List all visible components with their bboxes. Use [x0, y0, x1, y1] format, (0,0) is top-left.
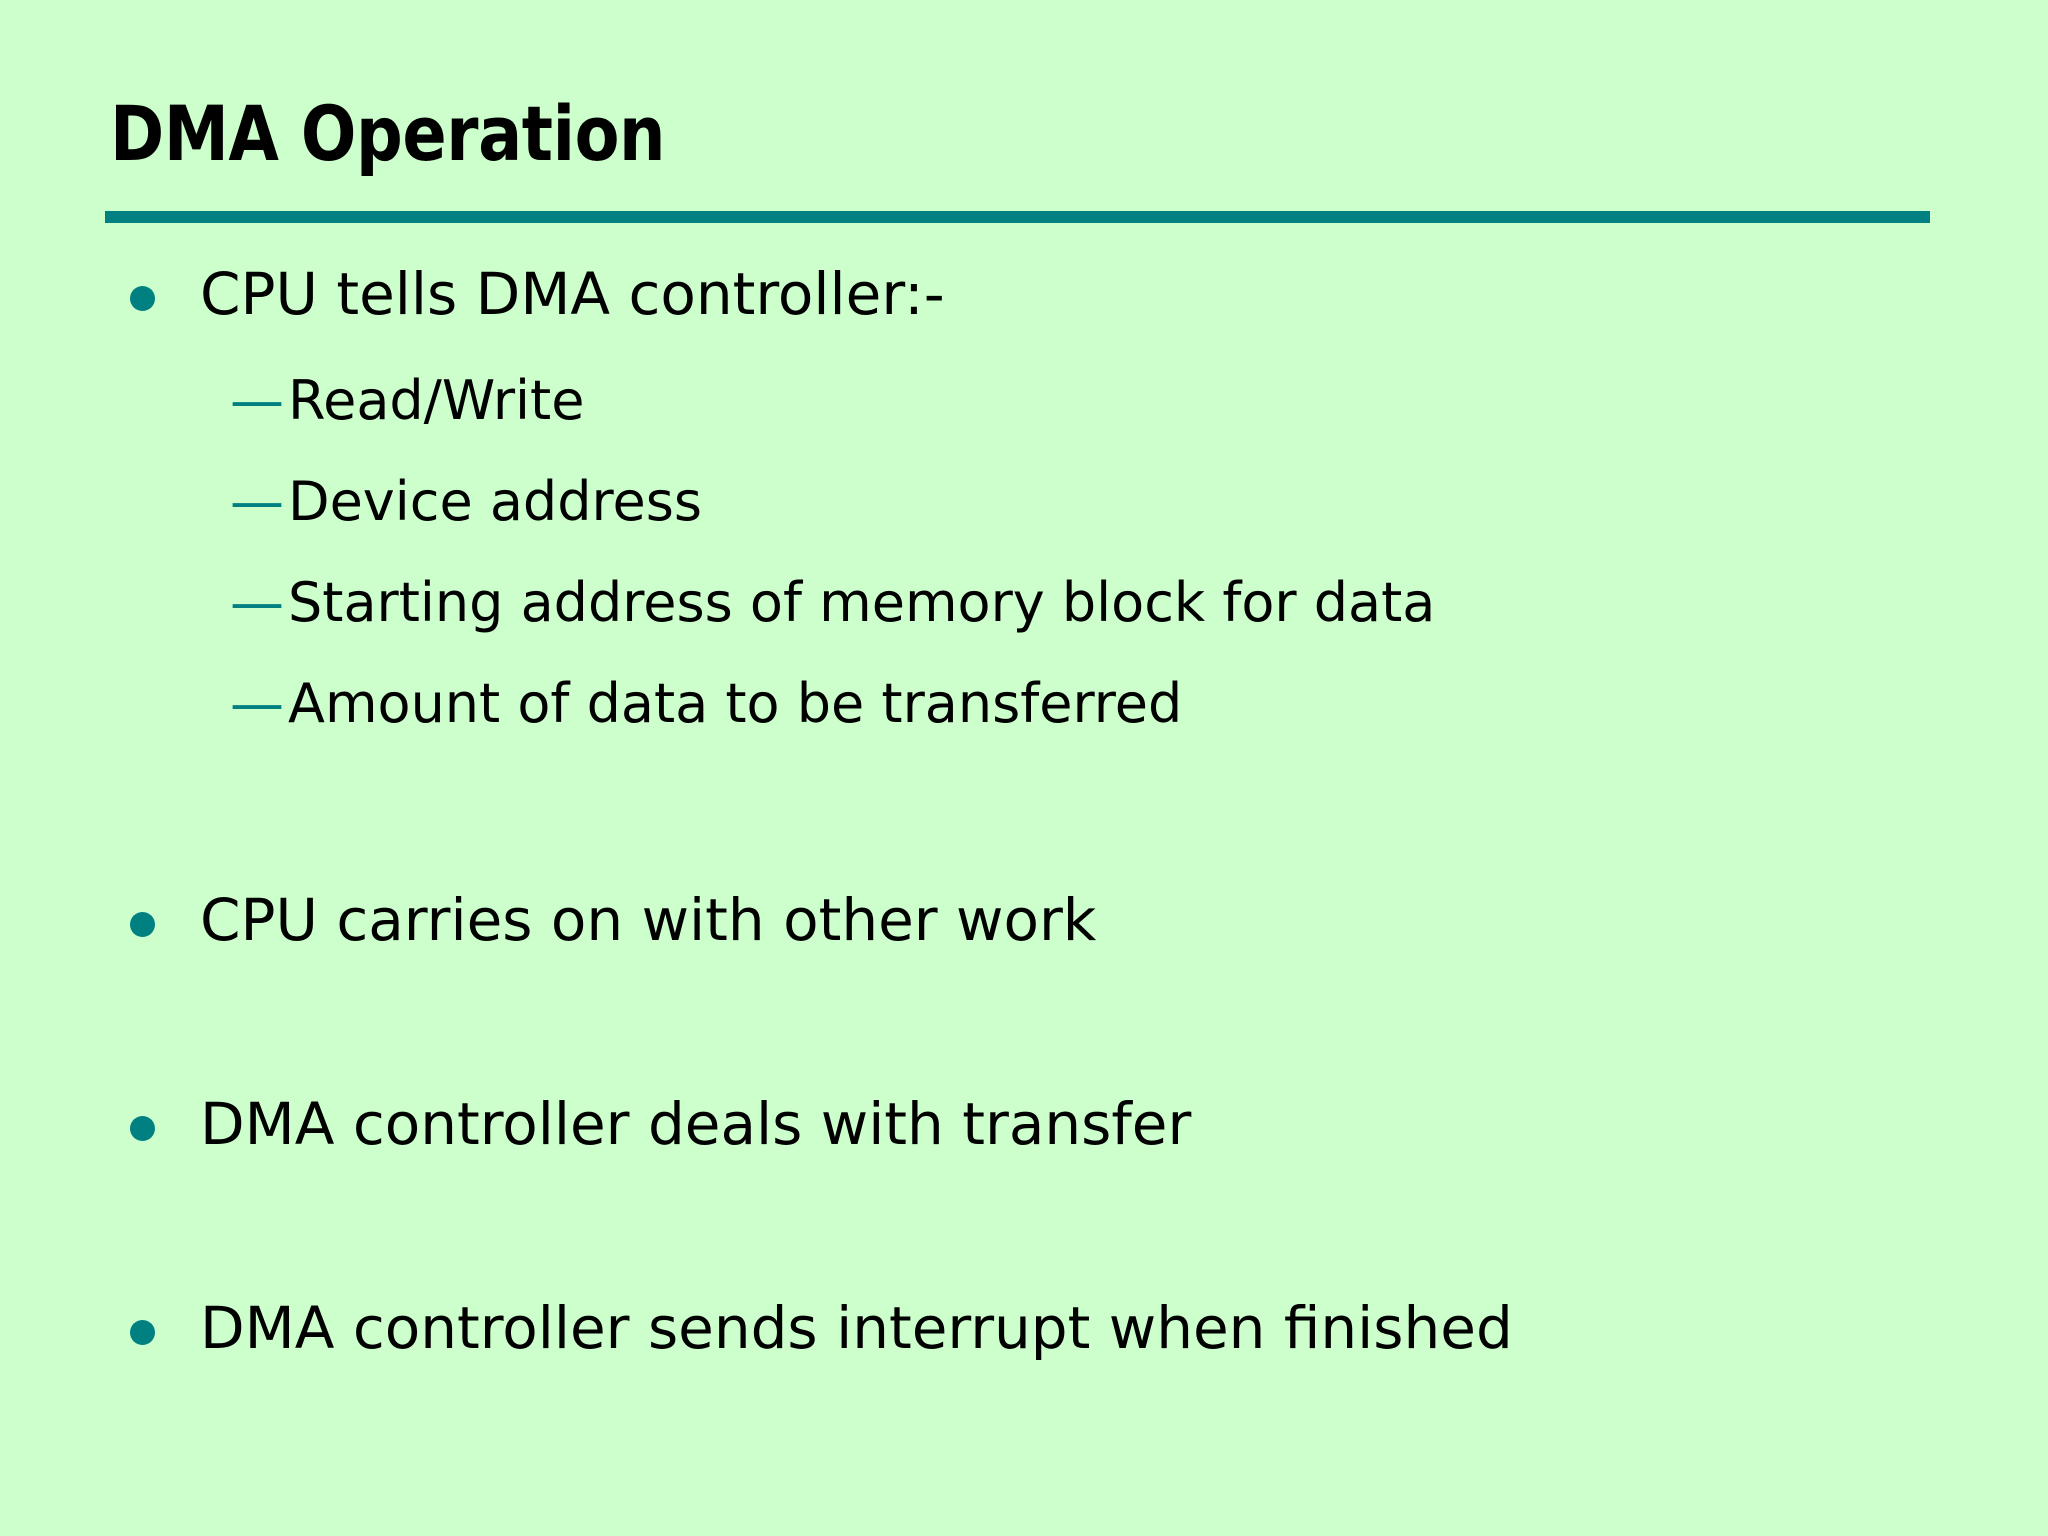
list-item: CPU carries on with other work: [0, 874, 2048, 966]
bullet-dot-icon: [130, 286, 155, 311]
spacer: [0, 754, 2048, 874]
bullet-dot-icon: [130, 912, 155, 937]
list-item: DMA controller deals with transfer: [0, 1078, 2048, 1170]
list-item-label: Read/Write: [288, 369, 585, 432]
spacer: [0, 966, 2048, 1078]
list-item-label: DMA controller sends interrupt when fini…: [200, 1294, 1513, 1362]
page-title: DMA Operation: [110, 89, 666, 178]
list-item-label: DMA controller deals with transfer: [200, 1090, 1192, 1158]
list-item: —Device address: [0, 451, 2048, 552]
list-item: DMA controller sends interrupt when fini…: [0, 1282, 2048, 1374]
bullet-dot-icon: [130, 1116, 155, 1141]
list-item-label: Device address: [288, 470, 702, 533]
list-item: CPU tells DMA controller:-: [0, 248, 2048, 340]
em-dash-icon: —: [230, 470, 284, 533]
title-underline-rule: [105, 211, 1930, 223]
list-item-label: CPU carries on with other work: [200, 886, 1097, 954]
list-item: —Amount of data to be transferred: [0, 653, 2048, 754]
bullet-list: CPU tells DMA controller:- —Read/Write —…: [0, 248, 2048, 1374]
bullet-group-1: CPU tells DMA controller:- —Read/Write —…: [0, 248, 2048, 754]
list-item-label: Amount of data to be transferred: [288, 672, 1183, 735]
em-dash-icon: —: [230, 672, 284, 735]
list-item-label: Starting address of memory block for dat…: [288, 571, 1436, 634]
spacer: [0, 1170, 2048, 1282]
list-item: —Starting address of memory block for da…: [0, 552, 2048, 653]
list-item: —Read/Write: [0, 350, 2048, 451]
list-item-label: CPU tells DMA controller:-: [200, 260, 945, 328]
em-dash-icon: —: [230, 571, 284, 634]
bullet-dot-icon: [130, 1320, 155, 1345]
em-dash-icon: —: [230, 369, 284, 432]
